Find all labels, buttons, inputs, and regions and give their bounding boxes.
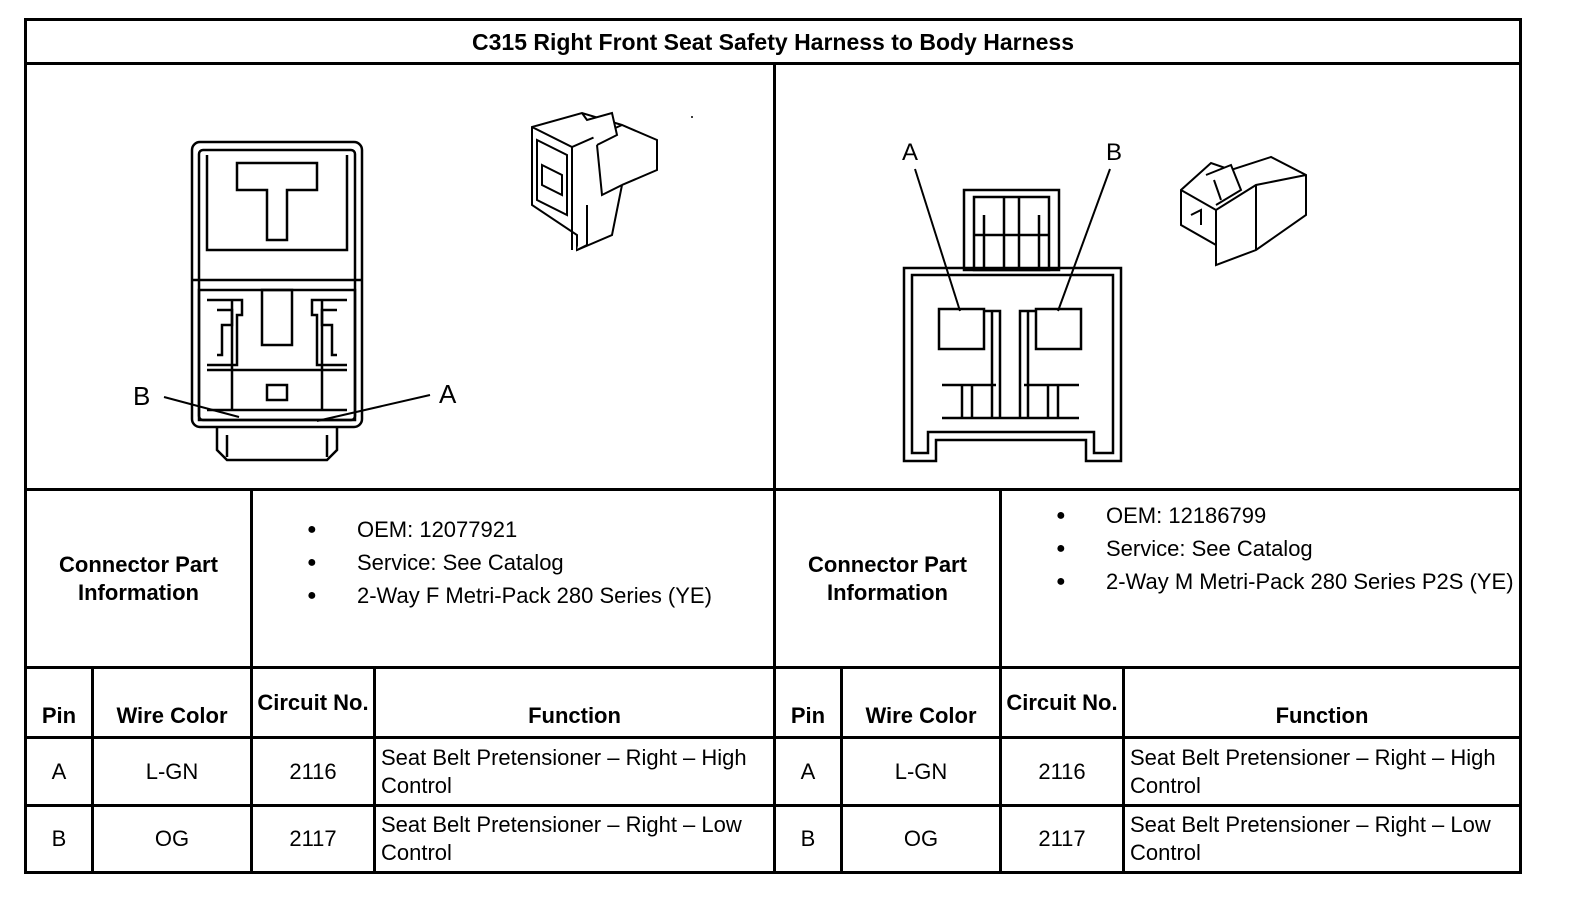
pin-cell: B [51,826,67,851]
info-divider [27,666,1519,669]
oem-number: OEM: 12186799 [1056,499,1516,532]
wire-color-cell: L-GN [894,758,948,784]
row-divider [27,804,1519,807]
header-pin: Pin [790,703,826,728]
connector-part-info-label: Connector Part Information [808,551,967,605]
pin-cell: A [800,758,816,784]
circuit-cell: 2117 [289,826,337,851]
page-title: C315 Right Front Seat Safety Harness to … [27,21,1519,65]
function-cell: Seat Belt Pretensioner – Right – Low Con… [1130,812,1491,865]
circuit-cell: 2116 [289,758,337,784]
header-circuit: Circuit No. [1006,689,1118,715]
oem-number: OEM: 12077921 [307,513,767,546]
part-info-list: OEM: 12077921 Service: See Catalog 2-Way… [307,513,767,612]
header-circuit: Circuit No. [257,689,369,715]
part-info-list: OEM: 12186799 Service: See Catalog 2-Way… [1056,499,1516,598]
header-function: Function [1275,703,1369,728]
connector-description: 2-Way F Metri-Pack 280 Series (YE) [307,579,767,612]
pin-label-b: B [133,381,150,411]
connector-table: C315 Right Front Seat Safety Harness to … [24,18,1522,874]
service-info: Service: See Catalog [1056,532,1516,565]
female-connector-diagram: B A [27,65,773,488]
connector-3d-view [531,111,658,252]
pin-label-b: B [1106,139,1122,166]
pin-cell: A [51,758,67,784]
connector-part-info-label: Connector Part Information [59,551,218,605]
pin-label-a: A [902,139,918,166]
circuit-cell: 2117 [1038,826,1086,851]
center-divider [773,65,776,871]
header-wire-color: Wire Color [116,703,228,728]
service-info: Service: See Catalog [307,546,767,579]
header-divider [27,736,1519,739]
header-function: Function [528,703,621,728]
wire-color-cell: OG [154,826,190,851]
pin-label-a: A [439,379,457,409]
connector-3d-view [1180,155,1307,267]
function-cell: Seat Belt Pretensioner – Right – High Co… [1130,744,1496,798]
function-cell: Seat Belt Pretensioner – Right – Low Con… [381,812,742,865]
header-wire-color: Wire Color [865,703,977,728]
header-pin: Pin [41,703,77,728]
connector-description: 2-Way M Metri-Pack 280 Series P2S (YE) [1056,565,1516,598]
male-connector-diagram: A B [776,65,1519,488]
function-cell: Seat Belt Pretensioner – Right – High Co… [381,744,747,798]
circuit-cell: 2116 [1038,758,1086,784]
wire-color-cell: OG [903,826,939,851]
diagram-divider [27,488,1519,491]
pin-cell: B [800,826,816,851]
wire-color-cell: L-GN [145,758,199,784]
